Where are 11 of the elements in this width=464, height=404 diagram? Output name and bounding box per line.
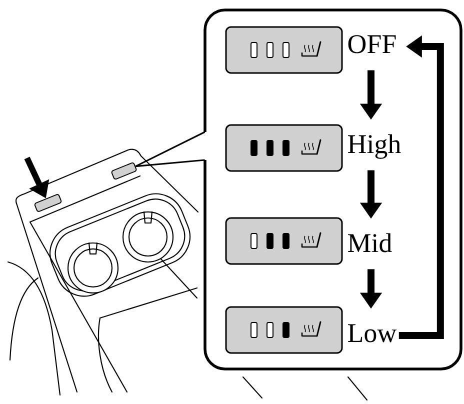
state-label: Mid [348,233,392,252]
state-label: OFF [348,35,396,54]
switch-button [225,124,343,172]
switch-button [225,306,343,354]
switch-button [225,26,343,74]
state-label: Low [348,324,397,342]
callout-wedge [134,131,206,168]
switch-button [225,217,343,265]
console-switch [34,194,62,212]
console-switch [111,162,137,180]
state-label: High [348,134,401,159]
